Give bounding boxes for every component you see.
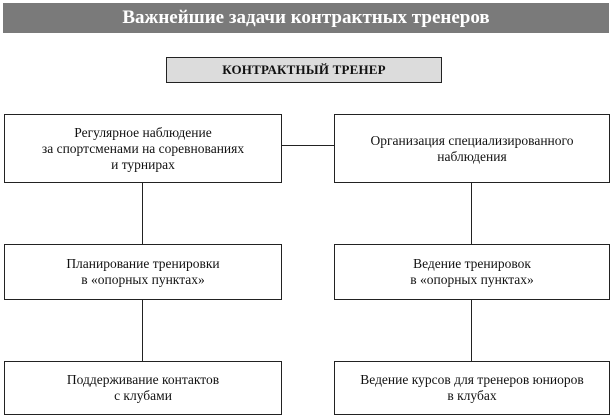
task-box-junior-coach-courses-text: Ведение курсов для тренеров юниоров в кл… bbox=[360, 372, 584, 403]
task-box-club-contacts: Поддерживание контактов с клубами bbox=[4, 361, 282, 415]
task-box-conducting-training-text: Ведение тренировок в «опорных пунктах» bbox=[410, 256, 534, 287]
task-box-regular-observation-text: Регулярное наблюдение за спортсменами на… bbox=[41, 124, 245, 172]
connector-right-mid-to-bottom bbox=[471, 299, 473, 361]
diagram-title: Важнейшие задачи контрактных тренеров bbox=[3, 3, 609, 33]
task-box-conducting-training: Ведение тренировок в «опорных пунктах» bbox=[334, 244, 610, 300]
task-box-organization-observation: Организация специализированного наблюден… bbox=[334, 114, 610, 183]
task-box-organization-observation-text: Организация специализированного наблюден… bbox=[370, 132, 574, 164]
contract-coach-header-text: КОНТРАКТНЫЙ ТРЕНЕР bbox=[222, 62, 386, 77]
task-box-training-planning-text: Планирование тренировки в «опорных пункт… bbox=[66, 256, 220, 287]
connector-right-top-to-mid bbox=[471, 182, 473, 244]
connector-top-horizontal bbox=[282, 145, 334, 147]
connector-left-mid-to-bottom bbox=[142, 299, 144, 361]
task-box-regular-observation: Регулярное наблюдение за спортсменами на… bbox=[4, 114, 282, 183]
connector-left-top-to-mid bbox=[142, 182, 144, 244]
task-box-junior-coach-courses: Ведение курсов для тренеров юниоров в кл… bbox=[334, 361, 610, 415]
contract-coach-header: КОНТРАКТНЫЙ ТРЕНЕР bbox=[166, 57, 442, 83]
diagram-title-text: Важнейшие задачи контрактных тренеров bbox=[122, 7, 490, 28]
task-box-training-planning: Планирование тренировки в «опорных пункт… bbox=[4, 244, 282, 300]
task-box-club-contacts-text: Поддерживание контактов с клубами bbox=[66, 372, 220, 403]
